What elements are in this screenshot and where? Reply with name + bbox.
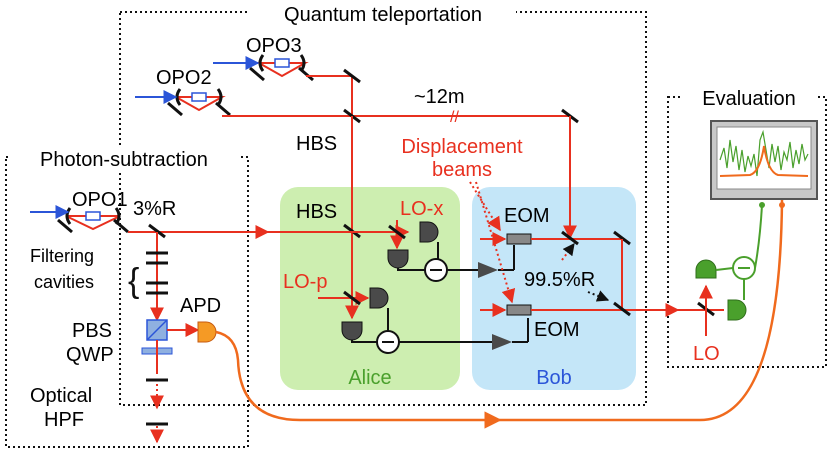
alice-amplifier-p-icon [492,334,512,350]
lo-p-label: LO-p [283,271,327,293]
opo3-cavity [249,54,314,82]
eom-bottom-icon [506,304,532,316]
photon-subtraction-title: Photon-subtraction [40,149,208,171]
apd-signal-line [215,330,502,429]
filtering-brace-icon: { [128,262,139,300]
reflect-3-label: 3%R [133,198,176,220]
alice-detector-x2-icon [387,249,409,269]
distance-label: ~12m [414,86,465,108]
displacement-label-line2: beams [432,159,492,181]
opo1-cavity [57,207,129,234]
eom-bottom-label: EOM [534,319,580,341]
evaluation-title: Evaluation [702,88,795,110]
quantum-teleportation-box [119,11,647,406]
filtering-label-line2: cavities [34,272,94,292]
apd-detector-icon [197,321,217,343]
evaluation-box [667,96,827,368]
lo-x-label: LO-x [400,198,443,220]
reflect-995-label: 99.5%R [524,269,595,291]
bob-label: Bob [536,367,572,389]
alice-amplifier-x-icon [478,262,498,278]
alice-detector-p1-icon [369,287,389,309]
opo1-label: OPO1 [72,189,128,211]
qwp-label: QWP [66,344,114,366]
hbs-top-label: HBS [296,133,337,155]
alice-detector-x1-icon [419,221,439,243]
eom-top-icon [506,233,532,245]
optical-hpf-label-line1: Optical [30,385,92,407]
lo-eval-label: LO [693,343,720,365]
eom-top-label: EOM [504,205,550,227]
opo3-label: OPO3 [246,35,302,57]
eval-detector-2-icon [727,299,747,321]
eval-detector-1-icon [695,259,717,279]
opo2-cavity [167,88,231,117]
pbs-label: PBS [72,320,112,342]
displacement-label-line1: Displacement [401,136,523,158]
filtering-label-line1: Filtering [30,246,94,266]
opo2-label: OPO2 [156,67,212,89]
hbs-alice-label: HBS [296,201,337,223]
alice-label: Alice [348,367,391,389]
quantum-teleportation-title: Quantum teleportation [284,4,482,26]
apd-label: APD [180,295,221,317]
optical-hpf-label-line2: HPF [44,409,84,431]
oscilloscope-icon [710,120,818,208]
alice-detector-p2-icon [341,321,363,341]
beam-break-symbol: // [450,109,459,126]
